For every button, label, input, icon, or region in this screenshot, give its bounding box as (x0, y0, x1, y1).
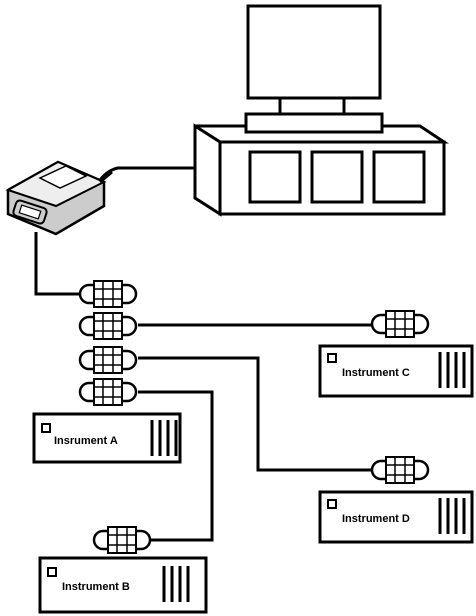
instrument-b: Instrument B (38, 525, 208, 614)
connector-stack (78, 279, 138, 407)
computer (193, 4, 449, 217)
monitor-neck (278, 96, 346, 116)
monitor-base (244, 112, 384, 134)
cable-stack-instrument-d (138, 356, 372, 472)
instrument-d-label: Instrument D (342, 513, 410, 525)
drive-bay-1 (248, 150, 302, 204)
drive-bay-2 (310, 150, 364, 204)
cable-adapter-stack (34, 232, 80, 296)
instrument-a-label: Insrument A (54, 435, 118, 447)
computer-side (193, 123, 222, 217)
monitor (246, 4, 382, 100)
instrument-c: Instrument C (318, 309, 474, 398)
instrument-c-label: Instrument C (342, 367, 410, 379)
cables (34, 166, 372, 542)
cable-computer-adapter (98, 166, 195, 181)
instrument-a: Insrument A (32, 412, 182, 464)
instrument-b-label: Instrument B (62, 581, 130, 593)
cable-stack-instrument-b (138, 390, 214, 542)
gpib-adapter (5, 160, 113, 236)
drive-bay-3 (372, 150, 426, 204)
instrument-d: Instrument D (318, 455, 474, 544)
